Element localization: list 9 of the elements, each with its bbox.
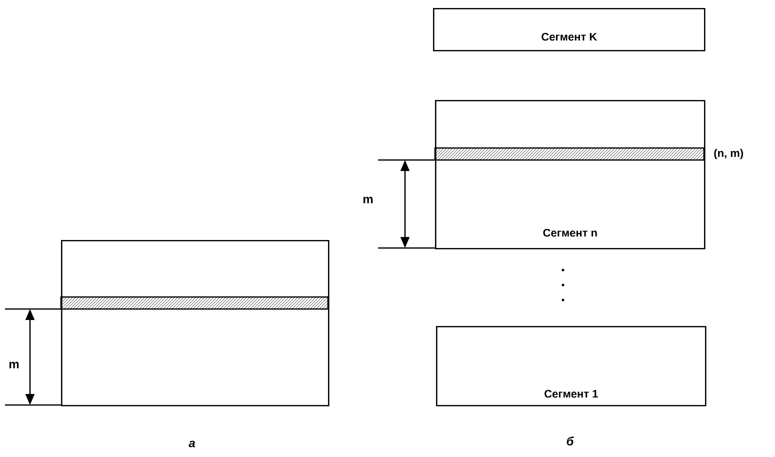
segment-box: Сегмент K — [433, 8, 706, 52]
panel-label: б — [566, 436, 574, 446]
dimension-label: m — [363, 196, 373, 204]
coordinate-label: (n, m) — [714, 148, 744, 160]
panel-label: а — [188, 440, 195, 448]
dimension-label: m — [9, 362, 19, 368]
segment-box: Сегмент 1 — [436, 326, 706, 406]
memory-box — [61, 240, 330, 406]
segment-box: Сегмент n — [435, 100, 706, 250]
